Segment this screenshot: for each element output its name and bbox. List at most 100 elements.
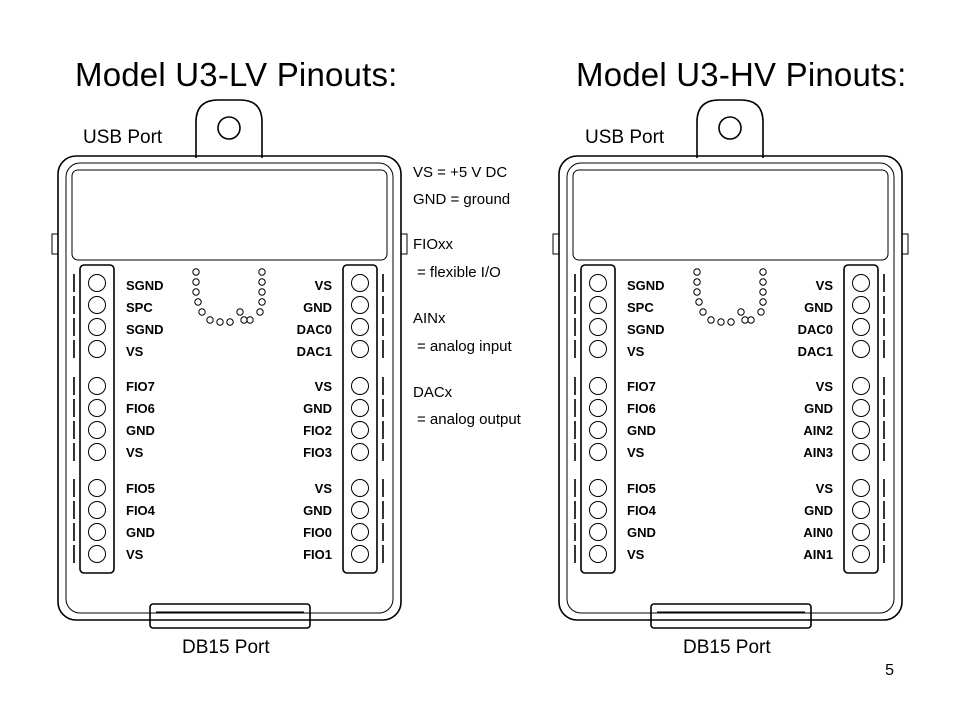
legend-ain-heading: AINx <box>413 310 446 327</box>
logo-dot <box>240 316 248 324</box>
title-u3-lv: Model U3-LV Pinouts: <box>75 56 398 93</box>
pin-label: VS <box>314 379 332 394</box>
title-u3-hv: Model U3-HV Pinouts: <box>576 56 907 93</box>
terminal-screw <box>88 479 106 497</box>
terminal-screw <box>351 479 369 497</box>
pin-label: VS <box>815 278 833 293</box>
terminal-screw <box>88 377 106 395</box>
mounting-hole <box>217 116 241 140</box>
logo-dot <box>258 298 266 306</box>
logo-dot <box>693 288 701 296</box>
logo-dot <box>192 278 200 286</box>
pin-label: AIN1 <box>803 547 833 562</box>
logo-dot <box>699 308 707 316</box>
logo-dot <box>695 298 703 306</box>
side-nub-left <box>552 233 560 255</box>
top-panel <box>572 169 889 261</box>
logo-dot <box>707 316 715 324</box>
terminal-screw <box>351 377 369 395</box>
terminal-screw <box>589 523 607 541</box>
terminal-screw <box>351 545 369 563</box>
terminal-screw <box>88 340 106 358</box>
pin-label: FIO6 <box>627 401 656 416</box>
terminal-screw <box>351 421 369 439</box>
pin-label: GND <box>804 503 833 518</box>
u3-hv-device-outline <box>552 99 909 629</box>
terminal-screw <box>852 501 870 519</box>
terminal-block-right <box>843 264 879 574</box>
terminal-screw <box>88 421 106 439</box>
terminal-screw <box>88 399 106 417</box>
logo-dot <box>717 318 725 326</box>
pin-label: SPC <box>126 300 153 315</box>
terminal-screw <box>351 340 369 358</box>
terminal-screw <box>351 296 369 314</box>
pin-label: FIO7 <box>126 379 155 394</box>
side-nub-right <box>400 233 408 255</box>
pin-label: FIO2 <box>303 423 332 438</box>
pin-label: FIO3 <box>303 445 332 460</box>
mounting-tab <box>195 99 263 158</box>
pin-label: GND <box>126 525 155 540</box>
logo-dot <box>256 308 264 316</box>
pin-label: GND <box>627 525 656 540</box>
terminal-screw <box>351 399 369 417</box>
terminal-screw <box>589 377 607 395</box>
terminal-block-right <box>342 264 378 574</box>
mounting-hole <box>718 116 742 140</box>
logo-dot <box>757 308 765 316</box>
pin-label: VS <box>314 278 332 293</box>
pin-label: SGND <box>627 278 665 293</box>
terminal-screw <box>589 318 607 336</box>
pin-label: VS <box>627 547 645 562</box>
pin-label: AIN2 <box>803 423 833 438</box>
db15-connector <box>650 603 812 629</box>
pin-label: VS <box>126 547 144 562</box>
terminal-block-left <box>79 264 115 574</box>
logo-dot <box>759 298 767 306</box>
pin-label: GND <box>804 401 833 416</box>
pin-label: VS <box>126 445 144 460</box>
terminal-screw <box>589 479 607 497</box>
pin-label: VS <box>126 344 144 359</box>
pin-label: VS <box>815 481 833 496</box>
device-body-inner <box>566 162 895 614</box>
logo-dot <box>759 278 767 286</box>
page-number: 5 <box>885 662 894 679</box>
logo-dot <box>737 308 745 316</box>
pin-label: GND <box>126 423 155 438</box>
pin-label: SGND <box>126 322 164 337</box>
pin-label: FIO1 <box>303 547 332 562</box>
terminal-screw <box>589 274 607 292</box>
pin-label: AIN3 <box>803 445 833 460</box>
pin-label: SPC <box>627 300 654 315</box>
legend-dac-heading: DACx <box>413 384 453 401</box>
legend-vs: VS = +5 V DC <box>413 164 508 181</box>
terminal-screw <box>589 545 607 563</box>
logo-dot <box>693 278 701 286</box>
pin-label: VS <box>627 445 645 460</box>
terminal-screw <box>852 377 870 395</box>
terminal-screw <box>351 274 369 292</box>
terminal-screw <box>88 274 106 292</box>
logo-dot <box>759 268 767 276</box>
legend-fio-heading: FIOxx <box>413 236 453 253</box>
logo-dot <box>236 308 244 316</box>
side-nub-left <box>51 233 59 255</box>
logo-dot <box>246 316 254 324</box>
terminal-screw <box>852 443 870 461</box>
device-body-inner <box>65 162 394 614</box>
terminal-screw <box>351 501 369 519</box>
pin-label: GND <box>804 300 833 315</box>
logo-dot <box>194 298 202 306</box>
terminal-screw <box>589 501 607 519</box>
pin-label: FIO6 <box>126 401 155 416</box>
pin-label: VS <box>815 379 833 394</box>
terminal-screw <box>88 545 106 563</box>
logo-dot <box>741 316 749 324</box>
legend-fio-desc: = flexible I/O <box>417 264 501 281</box>
terminal-screw <box>88 318 106 336</box>
terminal-screw <box>589 340 607 358</box>
terminal-screw <box>589 399 607 417</box>
